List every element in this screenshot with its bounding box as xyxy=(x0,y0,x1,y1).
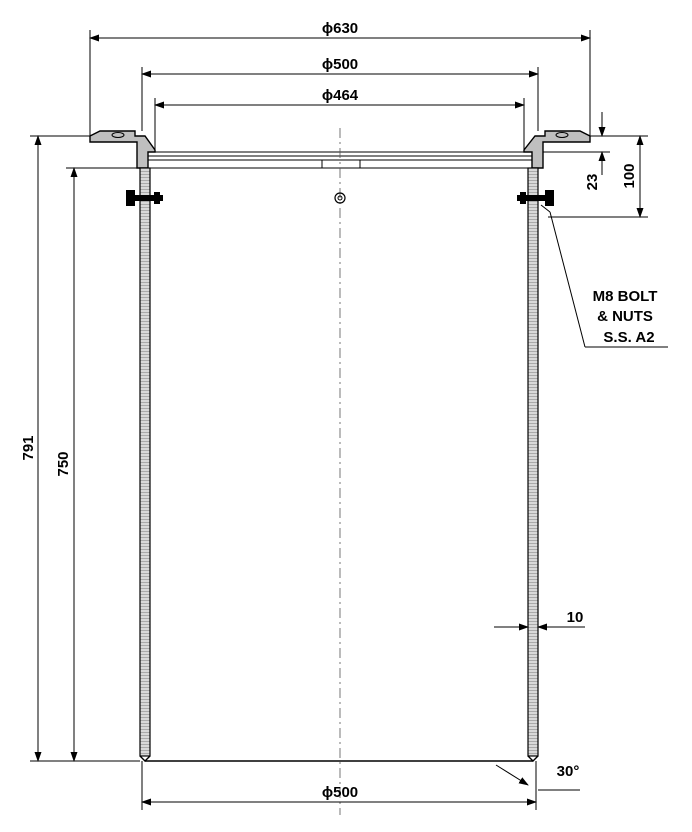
cylinder-wall-left xyxy=(139,167,151,762)
dim-overall-height: 791 xyxy=(20,135,140,762)
dim-flange-depth-label: 100 xyxy=(621,163,638,188)
dim-body-height: 750 xyxy=(55,167,137,762)
dim-flange-diameter-label: ϕ500 xyxy=(322,56,358,73)
dim-wall-thickness-label: 10 xyxy=(567,609,584,626)
dim-body-height-label: 750 xyxy=(55,451,72,476)
dim-flange-thickness-label: 23 xyxy=(584,174,601,191)
bolt-note-line3: S.S. A2 xyxy=(603,329,654,346)
bolt-note-line1: M8 BOLT xyxy=(593,288,658,305)
dim-flange-depth: 100 xyxy=(548,135,648,218)
dim-top-diameter: ϕ630 xyxy=(89,20,591,136)
center-hole-marker xyxy=(334,192,346,204)
dim-bottom-diameter: ϕ500 xyxy=(141,761,537,810)
cylinder-wall-right xyxy=(527,167,539,762)
dim-overall-height-label: 791 xyxy=(20,435,37,460)
bolt-right xyxy=(517,190,554,206)
dim-flange-diameter: ϕ500 xyxy=(141,56,539,131)
dim-chamfer-angle-label: 30° xyxy=(557,763,580,780)
dim-bottom-diameter-label: ϕ500 xyxy=(322,784,358,801)
dim-wall-thickness: 10 xyxy=(494,609,585,631)
dim-inner-diameter-label: ϕ464 xyxy=(322,87,359,104)
dim-top-diameter-label: ϕ630 xyxy=(322,20,358,37)
bolt-note: M8 BOLT & NUTS S.S. A2 xyxy=(540,204,668,348)
bolt-left xyxy=(126,190,163,206)
dim-flange-thickness: 23 xyxy=(543,112,610,190)
dim-chamfer-angle: 30° xyxy=(495,763,580,791)
bolt-note-line2: & NUTS xyxy=(597,308,653,325)
dim-inner-diameter: ϕ464 xyxy=(154,87,525,150)
